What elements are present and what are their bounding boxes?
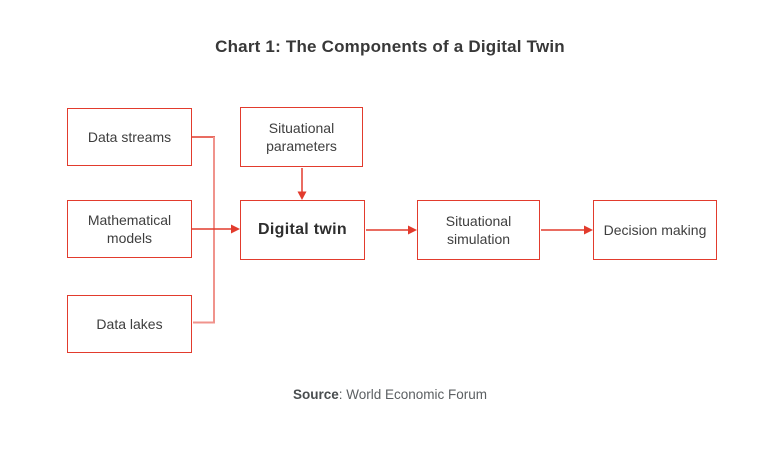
source-text: : World Economic Forum <box>338 387 488 402</box>
arrowhead-into-digital-twin <box>231 224 240 234</box>
arrowhead-into-decision <box>584 225 593 235</box>
node-label: Mathematical models <box>87 211 172 246</box>
node-decision-making: Decision making <box>593 200 717 260</box>
node-data-streams: Data streams <box>67 108 192 166</box>
arrowhead-down-into-digital-twin <box>297 191 307 200</box>
node-digital-twin: Digital twin <box>240 200 365 260</box>
node-label: Digital twin <box>258 221 347 239</box>
node-situational-simulation: Situational simulation <box>417 200 540 260</box>
chart-title: Chart 1: The Components of a Digital Twi… <box>215 37 565 56</box>
node-situational-parameters: Situational parameters <box>240 107 363 167</box>
node-label: Situational simulation <box>445 212 512 247</box>
node-label: Decision making <box>603 221 707 238</box>
source-label: Source <box>292 387 339 402</box>
edge-vertical-collector <box>193 137 215 324</box>
node-label: Data lakes <box>96 315 163 332</box>
arrowhead-into-simulation <box>408 225 417 235</box>
node-mathematical-models: Mathematical models <box>67 200 192 258</box>
node-label: Situational parameters <box>266 119 337 154</box>
node-label: Data streams <box>87 128 172 145</box>
node-data-lakes: Data lakes <box>67 295 192 353</box>
source-attribution: Source: World Economic Forum <box>0 387 780 402</box>
